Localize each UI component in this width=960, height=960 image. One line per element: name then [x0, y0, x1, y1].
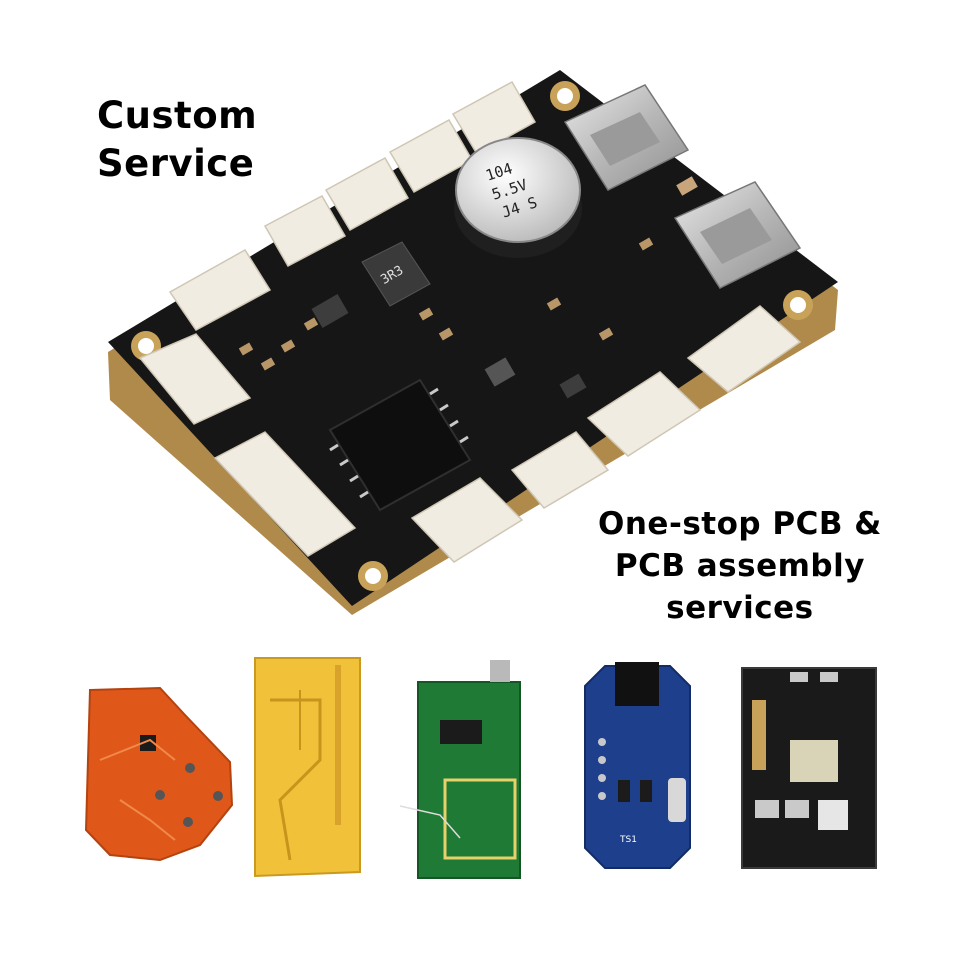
main-pcb-board: 104 5.5V J4 S 3R3	[108, 70, 838, 615]
blue-board-label: TS1	[619, 835, 637, 845]
headline-right-line-1: One-stop PCB &	[598, 506, 882, 542]
smd-ic-small	[311, 293, 587, 399]
headline-right-line-2: PCB assembly	[614, 548, 865, 584]
bottom-left-connectors	[138, 333, 357, 557]
headline-left-line-1: Custom	[97, 94, 258, 137]
usb-c-connector-1	[563, 84, 690, 191]
custom-service-headline: Custom Service	[97, 92, 257, 188]
sample-board-blue: TS1	[584, 662, 691, 869]
usb-c-connector-2	[673, 181, 802, 289]
sample-board-green	[399, 660, 521, 879]
top-connectors	[168, 80, 537, 331]
sample-board-yellow	[254, 657, 361, 878]
sample-board-black	[741, 667, 877, 869]
sample-board-orange	[84, 686, 234, 862]
smd-components	[238, 176, 698, 371]
headline-right-line-3: services	[666, 590, 814, 626]
main-ic-chip	[328, 378, 472, 512]
mounting-holes	[131, 81, 813, 591]
bottom-right-connectors	[410, 305, 802, 563]
headline-left-line-2: Service	[97, 142, 255, 185]
inductor: 3R3	[361, 241, 431, 307]
one-stop-headline: One-stop PCB & PCB assembly services	[598, 503, 882, 629]
supercapacitor: 104 5.5V J4 S	[454, 137, 582, 258]
